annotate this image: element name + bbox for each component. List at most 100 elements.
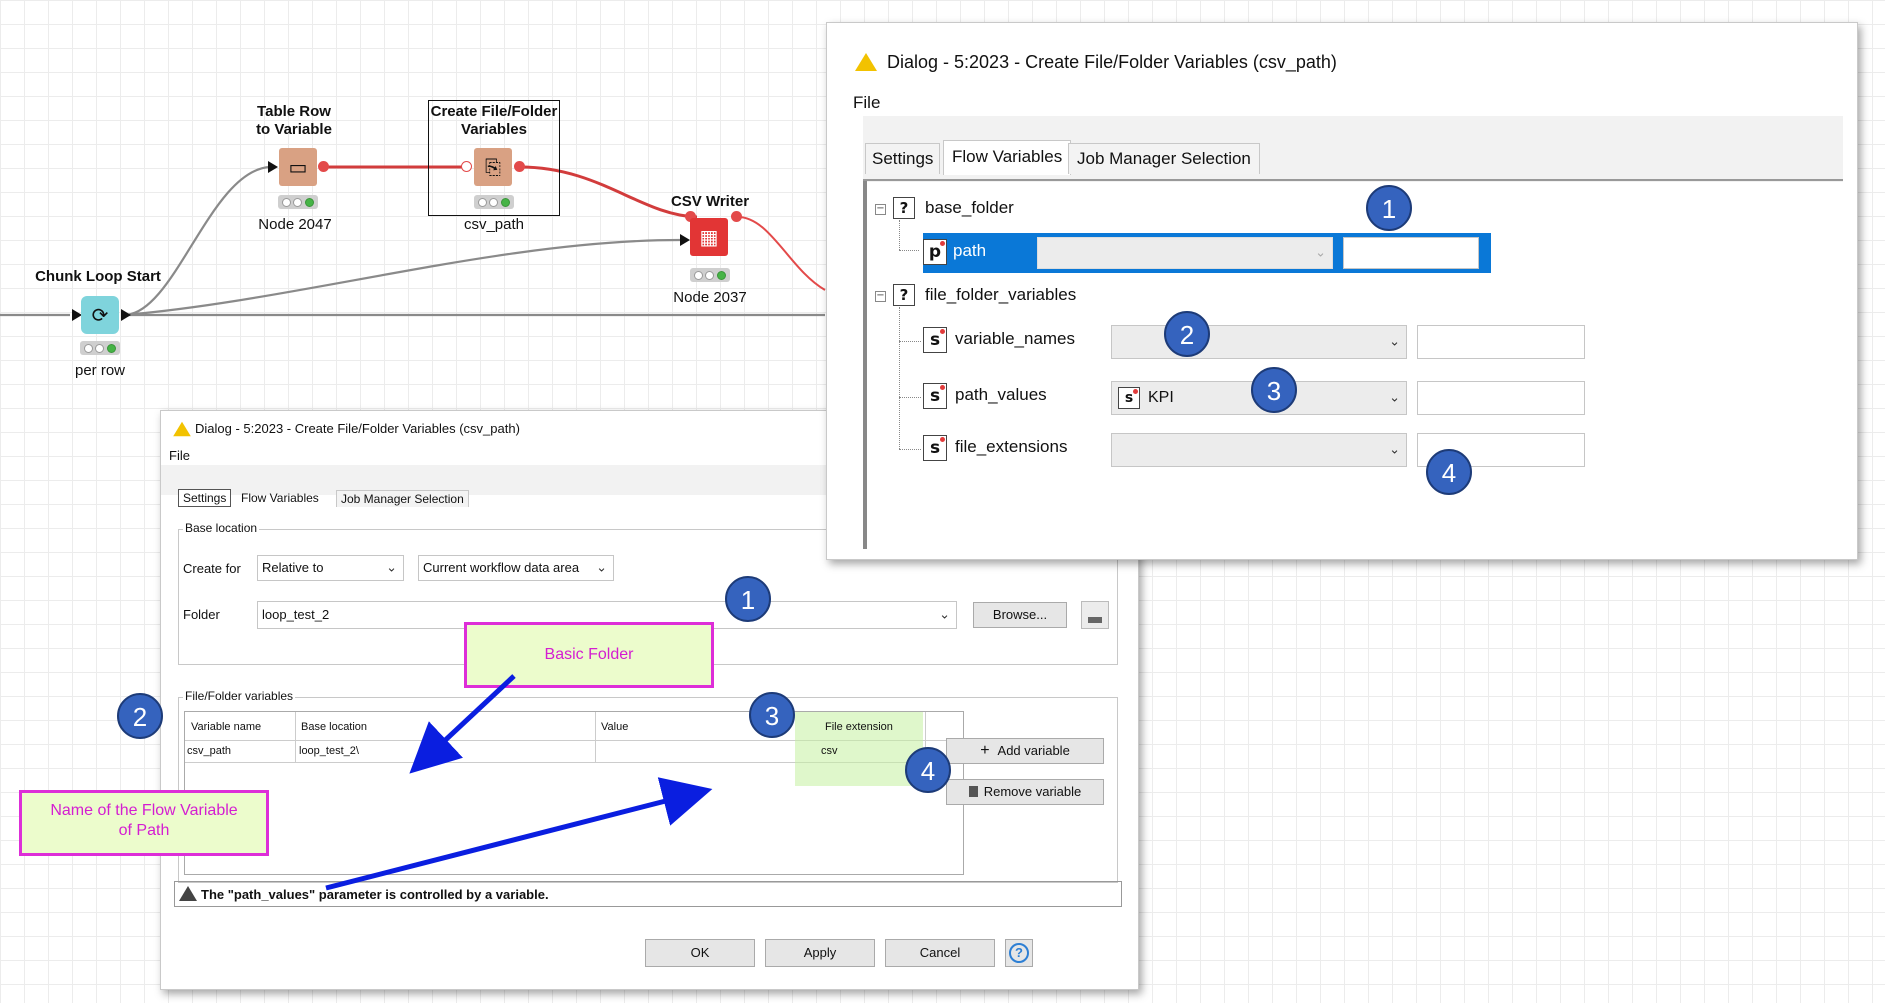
cell-variable-name[interactable]: csv_path [187,745,232,757]
unknown-type-icon: ? [893,284,915,306]
node-title-csv-writer: CSV Writer [670,193,750,210]
base-location-label: Base location [183,521,260,535]
collapse-icon[interactable]: − [875,203,886,215]
flow-variables-dialog: Dialog - 5:2023 - Create File/Folder Var… [826,22,1858,560]
loop-start-icon[interactable]: ⟳ [81,296,119,334]
tab-settings[interactable]: Settings [178,489,232,507]
tree-node-file-folder-variables[interactable]: file_folder_variables [925,285,1077,304]
input-port[interactable] [72,309,82,321]
file-variable-icon[interactable]: ⎘ [474,148,512,186]
tab-job-manager[interactable]: Job Manager Selection [1068,143,1260,174]
relative-location-select[interactable]: Current workflow data area ⌄ [418,555,614,581]
chevron-down-icon: ⌄ [939,607,950,623]
chevron-down-icon: ⌄ [1315,245,1326,261]
input-port[interactable] [680,234,690,246]
cell-base-location[interactable]: loop_test_2\ [299,745,359,757]
warning-icon [855,53,877,71]
output-port[interactable] [318,161,329,172]
flow-variable-button[interactable] [1081,601,1109,629]
variable-icon [1088,617,1102,623]
string-type-icon: s [923,327,947,353]
string-type-icon: s [1118,387,1140,409]
node-label-csv-path: csv_path [463,216,525,233]
output-port[interactable] [514,161,525,172]
path-type-icon: p [923,239,947,265]
csv-writer-icon[interactable]: ▦ [690,218,728,256]
chevron-down-icon: ⌄ [1389,390,1400,406]
note-basic-folder: Basic Folder [464,622,714,688]
tree-node-base-folder[interactable]: base_folder [925,198,1014,217]
tab-settings[interactable]: Settings [865,143,941,174]
apply-button[interactable]: Apply [765,939,875,967]
callout-3-settings: 3 [749,692,795,738]
menu-file[interactable]: File [169,448,190,463]
input-port[interactable] [685,211,696,222]
create-for-select[interactable]: Relative to ⌄ [257,555,404,581]
folder-label: Folder [183,607,220,622]
file-extension-highlight [795,712,923,786]
remove-variable-button[interactable]: Remove variable [946,779,1104,805]
node-title-create-ff: Create File/Folder Variables [430,103,558,138]
path-values-output-field[interactable] [1417,381,1585,415]
callout-2-settings: 2 [117,693,163,739]
path-output-field[interactable] [1343,237,1479,269]
warning-icon [179,886,197,901]
help-button[interactable]: ? [1005,939,1033,967]
browse-button[interactable]: Browse... [973,602,1067,628]
node-label-per-row: per row [74,362,126,379]
node-status-indicator [474,195,514,209]
tab-flow-variables[interactable]: Flow Variables [943,140,1072,175]
callout-4-settings: 4 [905,747,951,793]
warning-icon [173,421,191,437]
menu-file[interactable]: File [853,93,881,112]
path-variable-select[interactable]: ⌄ [1037,237,1333,269]
node-title-chunk-loop: Chunk Loop Start [35,268,161,285]
table-row[interactable] [185,740,963,763]
callout-4-flow: 4 [1426,449,1472,495]
string-type-icon: s [923,435,947,461]
add-variable-button[interactable]: +Add variable [946,738,1104,764]
header-value: Value [601,721,629,733]
chevron-down-icon: ⌄ [386,560,397,576]
header-file-extension: File extension [825,721,893,733]
arrow-flow-variable-name [325,777,713,891]
wire-csv-out [737,216,826,291]
wire-create-to-csv [519,165,698,219]
ok-button[interactable]: OK [645,939,755,967]
input-port[interactable] [461,161,472,172]
table-to-variable-icon[interactable]: ▭ [279,148,317,186]
input-port[interactable] [268,161,278,173]
node-selection-box [428,100,560,216]
tree-node-file-extensions[interactable]: file_extensions [955,437,1068,456]
unknown-type-icon: ? [893,197,915,219]
node-label-2037: Node 2037 [673,289,747,306]
output-port[interactable] [121,309,131,321]
chevron-down-icon: ⌄ [1389,442,1400,458]
tree-node-path-values[interactable]: path_values [955,385,1047,404]
plus-icon: + [980,742,990,759]
dialog-title: Dialog - 5:2023 - Create File/Folder Var… [195,421,520,436]
variable-names-output-field[interactable] [1417,325,1585,359]
node-status-indicator [278,195,318,209]
tree-node-variable-names[interactable]: variable_names [955,329,1076,348]
output-port[interactable] [731,211,742,222]
table-header [185,712,963,741]
cancel-button[interactable]: Cancel [885,939,995,967]
help-icon: ? [1009,943,1029,963]
note-flow-variable-name: Name of the Flow Variable of Path [19,790,269,856]
cell-file-extension[interactable]: csv [821,745,838,757]
trash-icon [968,786,978,797]
variable-names-select[interactable]: ⌄ [1111,325,1407,359]
node-status-indicator [80,341,120,355]
chevron-down-icon: ⌄ [596,560,607,576]
tab-job-manager[interactable]: Job Manager Selection [336,490,469,507]
variables-group-label: File/Folder variables [183,689,296,703]
wire-chunk-to-csv [123,238,681,317]
collapse-icon[interactable]: − [875,290,886,302]
file-extensions-select[interactable]: ⌄ [1111,433,1407,467]
tab-flow-variables[interactable]: Flow Variables [241,491,319,505]
dialog-title: Dialog - 5:2023 - Create File/Folder Var… [887,52,1337,72]
node-status-indicator [690,268,730,282]
node-label-2047: Node 2047 [258,216,332,233]
